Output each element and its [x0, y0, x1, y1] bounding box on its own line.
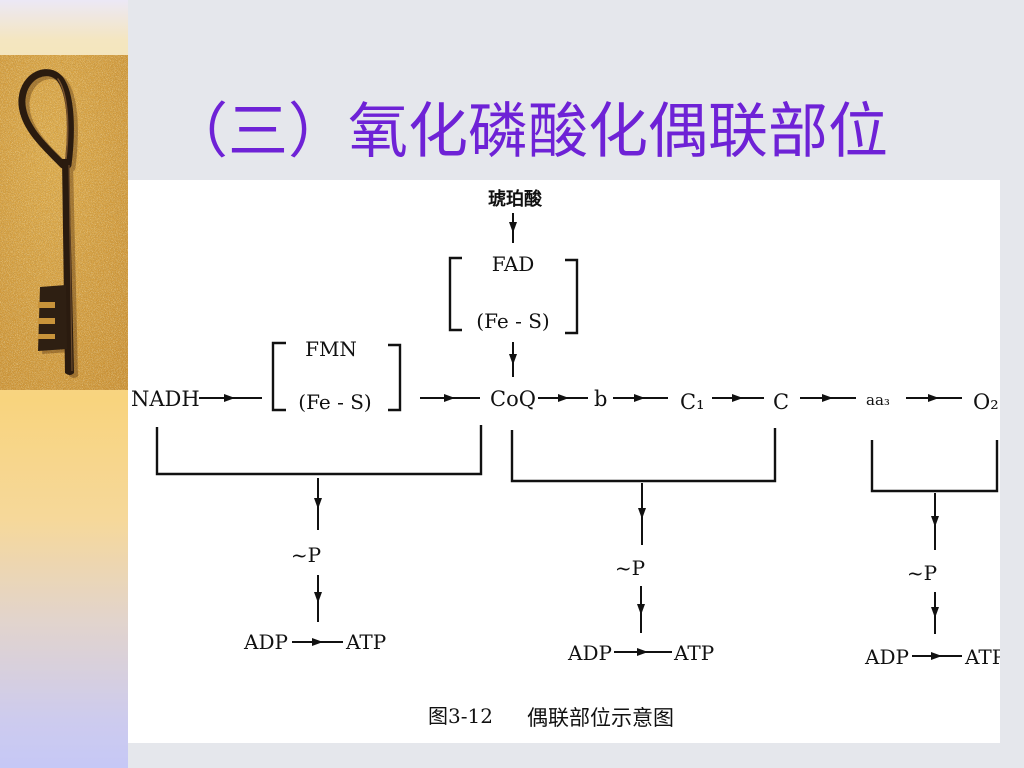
site-1-atp: ATP: [345, 630, 386, 654]
key-icon: [18, 69, 74, 375]
site-3-adp: ADP: [864, 645, 909, 669]
site-2-phosphate: ~P: [615, 556, 645, 580]
figure-number: 图3-12: [428, 704, 493, 728]
site-3-atp: ATP: [964, 645, 1000, 669]
fmn-label: FMN: [305, 337, 357, 361]
coupling-site-2-bracket: [510, 428, 777, 483]
coupling-sites-diagram: 琥珀酸 FAD (Fe - S) FMN (Fe - S) NADH CoQ b…: [128, 180, 1000, 743]
key-photo: [0, 55, 128, 390]
site-3-phosphate: ~P: [907, 561, 937, 585]
side-decoration-strip: [0, 0, 128, 768]
coupling-site-3-bracket: [870, 440, 999, 493]
chain-node-o2: O₂: [973, 390, 999, 414]
site-1-adp: ADP: [243, 630, 288, 654]
chain-node-aa3: aa₃: [866, 391, 890, 409]
fmn-bracket-left: [271, 341, 286, 412]
coupling-site-1-bracket: [155, 425, 483, 476]
chain-node-c1: C₁: [680, 390, 705, 414]
fad-bracket-left: [448, 256, 462, 332]
chain-node-coq: CoQ: [490, 387, 536, 411]
fmn-fes-label: (Fe - S): [298, 390, 371, 414]
diagram-canvas: 琥珀酸 FAD (Fe - S) FMN (Fe - S) NADH CoQ b…: [131, 188, 1000, 730]
slide-title: （三）氧化磷酸化偶联部位: [168, 97, 888, 167]
figure-caption: 偶联部位示意图: [527, 706, 674, 730]
fmn-bracket-right: [388, 343, 402, 412]
site-2-adp: ADP: [567, 641, 612, 665]
site-2-atp: ATP: [673, 641, 714, 665]
fad-label: FAD: [492, 252, 535, 276]
fad-fes-label: (Fe - S): [476, 309, 549, 333]
site-1-phosphate: ~P: [291, 543, 321, 567]
chain-node-nadh: NADH: [131, 387, 200, 411]
fad-bracket-right: [565, 258, 579, 335]
chain-node-b: b: [594, 387, 607, 411]
succinate-label: 琥珀酸: [488, 188, 543, 210]
chain-node-c: C: [773, 390, 789, 414]
